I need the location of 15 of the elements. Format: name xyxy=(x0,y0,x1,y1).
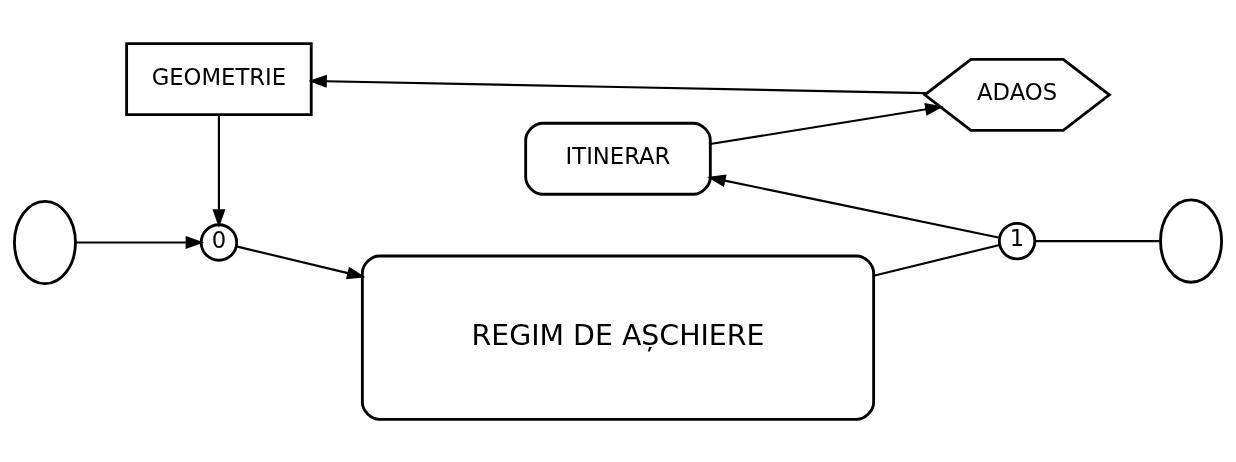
arrow xyxy=(75,235,205,249)
node-oval xyxy=(1159,198,1223,284)
connector xyxy=(873,243,1000,277)
node-box: ITINERAR xyxy=(524,121,712,196)
node-circle: 1 xyxy=(997,221,1037,260)
node-oval xyxy=(13,199,77,285)
node-box: GEOMETRIE xyxy=(125,41,313,116)
arrow xyxy=(710,102,944,145)
connector xyxy=(1034,239,1161,242)
arrow xyxy=(212,114,226,228)
arrow xyxy=(236,244,366,279)
arrow xyxy=(308,74,927,94)
node-circle: 0 xyxy=(199,222,239,262)
arrow xyxy=(707,173,1000,239)
node-box: REGIM DE AȘCHIERE xyxy=(360,254,876,421)
